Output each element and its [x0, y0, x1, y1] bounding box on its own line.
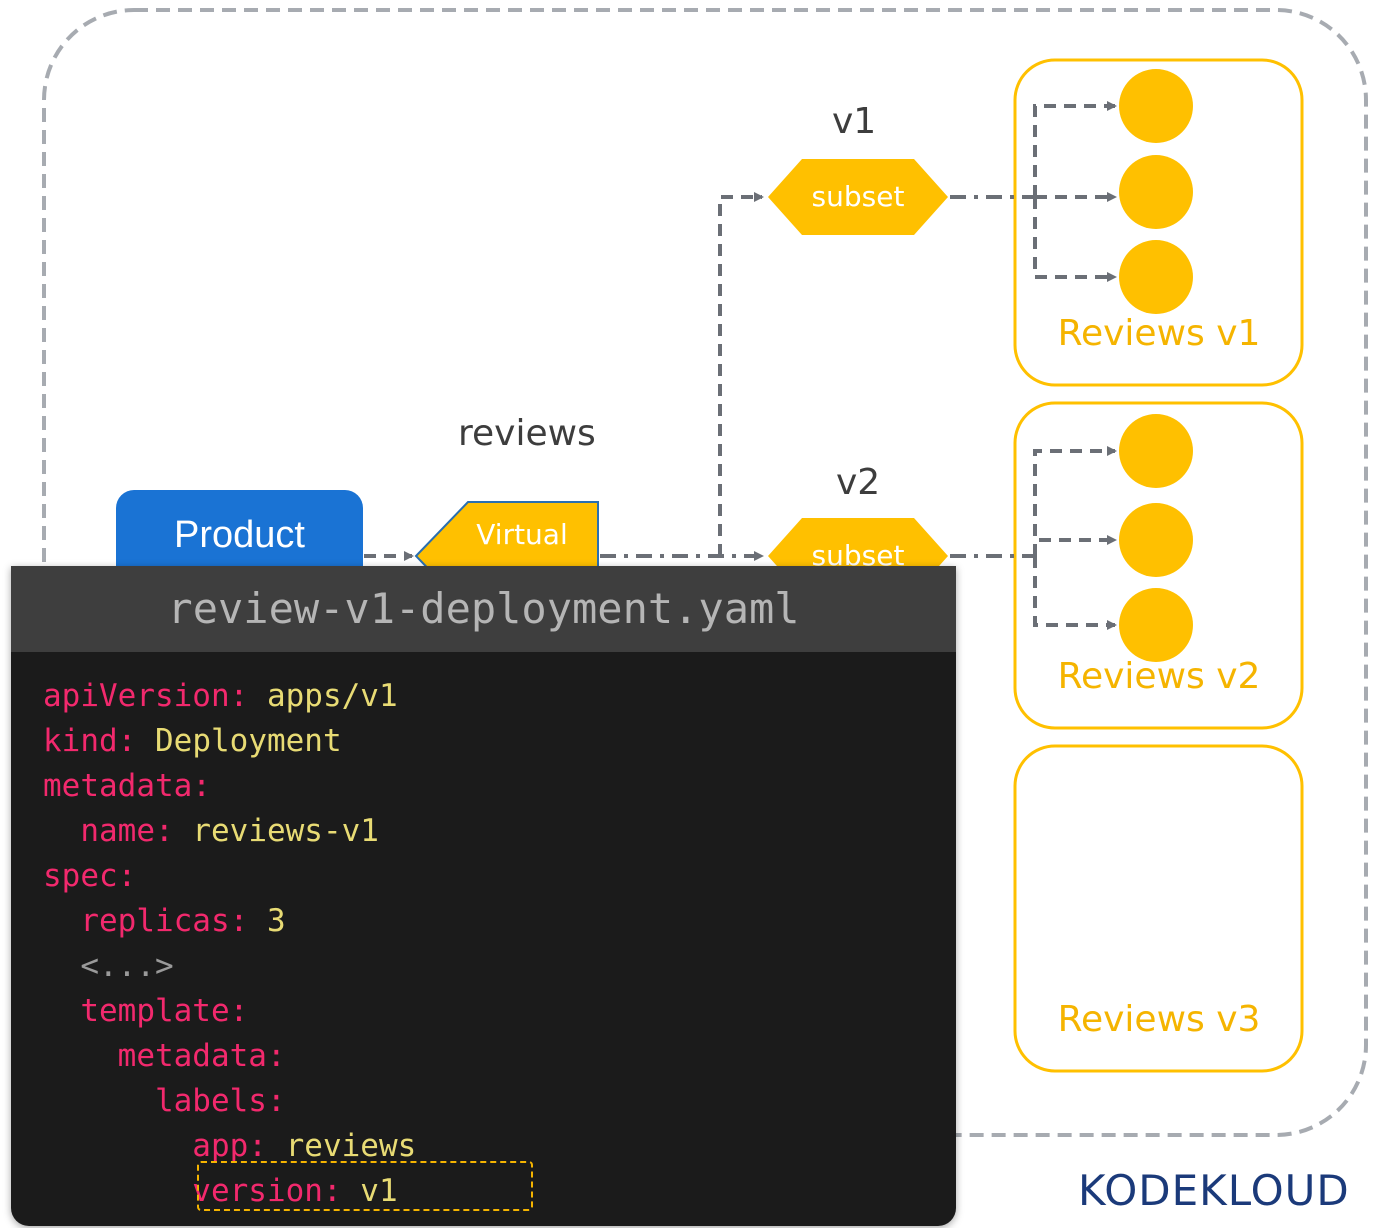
v2-pod-2-arrow: [1033, 535, 1117, 556]
kodekloud-logo: KODEKLOUD: [1078, 1166, 1350, 1215]
reviews-v3-group: [1013, 744, 1304, 1073]
code-line: template:: [43, 993, 249, 1029]
service-name-label: reviews: [458, 413, 596, 454]
pod-v2-3: [1119, 588, 1193, 662]
code-line: app: reviews: [43, 1128, 417, 1164]
pod-v2-2: [1119, 503, 1193, 577]
code-line: apiVersion: apps/v1: [43, 678, 398, 714]
v2-pod-3-arrow: [1033, 556, 1117, 630]
code-line: spec:: [43, 858, 137, 894]
subset-v1-version-label: v1: [832, 101, 877, 142]
code-line: name: reviews-v1: [43, 813, 379, 849]
code-line: kind: Deployment: [43, 723, 342, 759]
pod-v2-1: [1119, 414, 1193, 488]
code-line: metadata:: [43, 1038, 286, 1074]
code-line: replicas: 3: [43, 903, 286, 939]
code-line: metadata:: [43, 768, 211, 804]
code-line: version: v1: [43, 1173, 398, 1209]
logo-text: KODEKLOUD: [1078, 1166, 1350, 1215]
reviews-v1-label: Reviews v1: [1057, 313, 1261, 354]
v2-pod-1-arrow: [1033, 446, 1117, 556]
v1-pod-3-arrow: [1033, 197, 1117, 282]
subset-v2-version-label: v2: [836, 462, 881, 503]
pod-v1-2: [1119, 155, 1193, 229]
pod-v1-1: [1119, 69, 1193, 143]
product-service-label: Product: [174, 514, 305, 556]
virtual-service-label: Virtual: [476, 518, 568, 551]
pod-v1-3: [1119, 240, 1193, 314]
code-line: labels:: [43, 1083, 286, 1119]
reviews-v2-label: Reviews v2: [1057, 656, 1261, 697]
subset-v1-label: subset: [811, 180, 905, 213]
yaml-code: apiVersion: apps/v1 kind: Deployment met…: [43, 674, 416, 1214]
yaml-editor-panel: review-v1-deployment.yaml apiVersion: ap…: [11, 566, 956, 1226]
virtual-to-subset-v1-arrow: [718, 192, 764, 556]
subset-v1-shape: [768, 159, 948, 235]
code-line: <...>: [43, 948, 174, 984]
v1-pod-1-arrow: [1033, 101, 1117, 197]
reviews-v3-label: Reviews v3: [1057, 999, 1261, 1040]
version-label-highlight: [197, 1161, 533, 1211]
editor-filename: review-v1-deployment.yaml: [11, 566, 956, 652]
